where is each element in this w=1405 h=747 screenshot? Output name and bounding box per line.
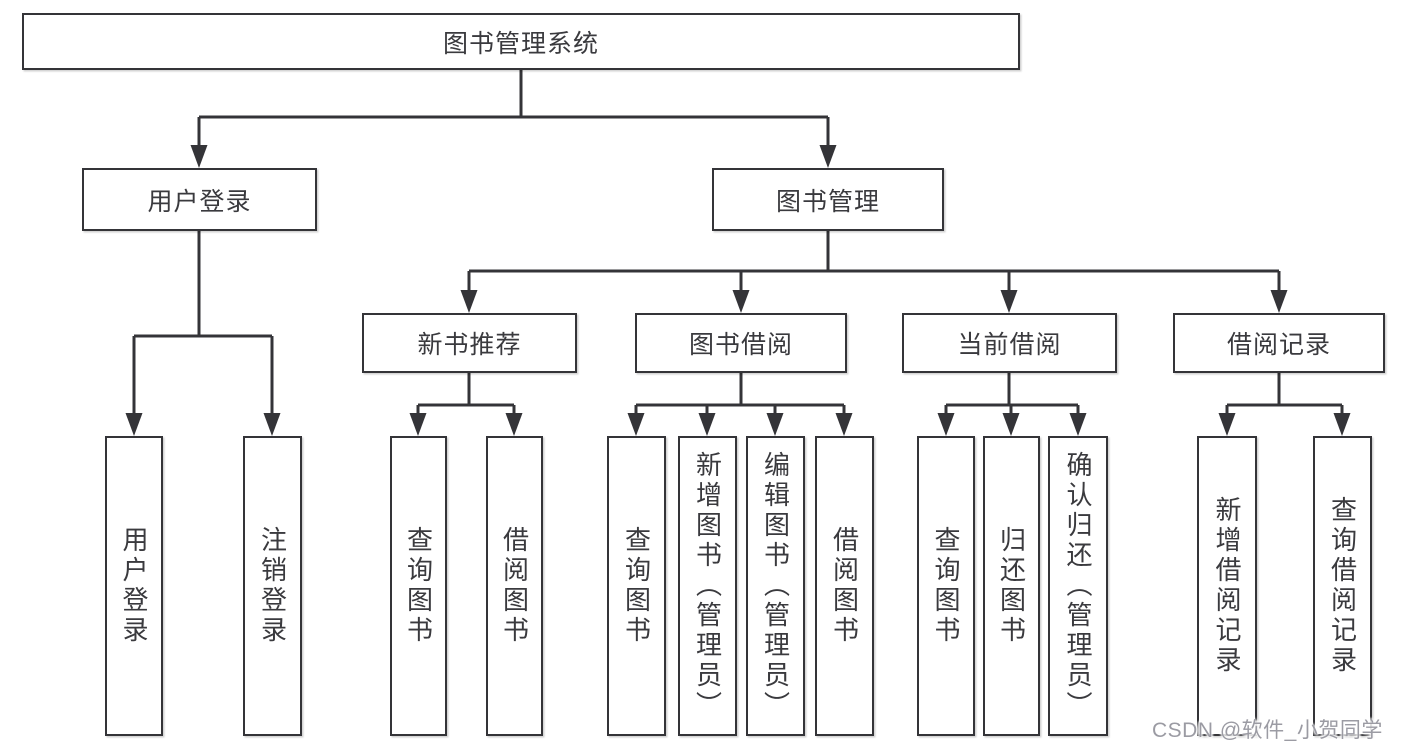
leaf-user-login-label: 用户登录	[119, 526, 149, 646]
leaf-newbooks-query-books: 查询图书	[390, 436, 447, 736]
leaf-records-add-record-label: 新增借阅记录	[1212, 496, 1242, 676]
tree-edges	[132, 70, 1344, 420]
leaf-records-query-record: 查询借阅记录	[1313, 436, 1372, 736]
leaf-borrow-query-books-label: 查询图书	[621, 526, 652, 646]
leaf-records-add-record: 新增借阅记录	[1197, 436, 1257, 736]
watermark: CSDN @软件_小贺同学	[1152, 719, 1383, 742]
leaf-current-return-books: 归还图书	[983, 436, 1040, 736]
leaf-user-login: 用户登录	[105, 436, 163, 736]
leaf-current-confirm-return-admin: 确认归还（管理员）	[1048, 436, 1108, 736]
node-book-borrow-label: 图书借阅	[688, 331, 793, 359]
node-book-borrow: 图书借阅	[635, 313, 847, 373]
leaf-newbooks-query-books-label: 查询图书	[403, 526, 434, 646]
leaf-logout-label: 注销登录	[257, 526, 288, 646]
node-borrow-records: 借阅记录	[1173, 313, 1385, 373]
leaf-borrow-add-books-admin-label: 新增图书（管理员）	[692, 451, 723, 721]
leaf-borrow-edit-books-admin: 编辑图书（管理员）	[746, 436, 805, 736]
leaf-borrow-add-books-admin: 新增图书（管理员）	[678, 436, 737, 736]
leaf-borrow-query-books: 查询图书	[607, 436, 666, 736]
node-new-book-recommend: 新书推荐	[362, 313, 577, 373]
leaf-borrow-borrow-books: 借阅图书	[815, 436, 874, 736]
arrowhead-icons	[125, 145, 1351, 436]
node-user-login-label: 用户登录	[147, 187, 252, 216]
leaf-current-query-books: 查询图书	[917, 436, 975, 736]
node-library-system: 图书管理系统	[22, 13, 1020, 70]
leaf-current-confirm-return-admin-label: 确认归还（管理员）	[1063, 451, 1093, 721]
node-current-borrow: 当前借阅	[902, 313, 1117, 373]
leaf-records-query-record-label: 查询借阅记录	[1327, 496, 1358, 676]
leaf-current-query-books-label: 查询图书	[931, 526, 961, 646]
leaf-current-return-books-label: 归还图书	[996, 526, 1027, 646]
node-borrow-records-label: 借阅记录	[1226, 331, 1331, 359]
node-library-system-label: 图书管理系统	[442, 29, 599, 58]
leaf-newbooks-borrow-books: 借阅图书	[486, 436, 543, 736]
leaf-borrow-edit-books-admin-label: 编辑图书（管理员）	[760, 451, 791, 721]
node-current-borrow-label: 当前借阅	[957, 331, 1062, 359]
node-new-book-recommend-label: 新书推荐	[417, 331, 522, 359]
node-user-login: 用户登录	[82, 168, 317, 231]
leaf-borrow-borrow-books-label: 借阅图书	[829, 526, 860, 646]
node-book-management: 图书管理	[712, 168, 944, 231]
node-book-management-label: 图书管理	[775, 187, 880, 216]
leaf-logout: 注销登录	[243, 436, 302, 736]
leaf-newbooks-borrow-books-label: 借阅图书	[499, 526, 530, 646]
